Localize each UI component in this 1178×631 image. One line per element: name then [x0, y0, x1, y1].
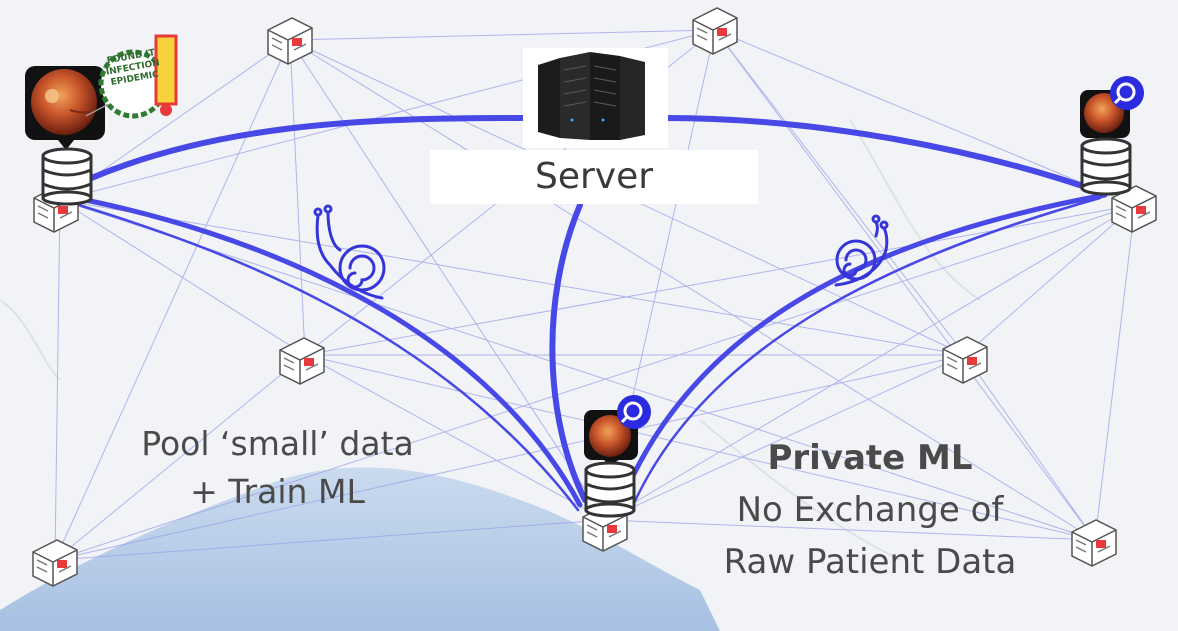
pool-caption-line: Pool ‘small’ data [141, 424, 414, 463]
snail-icon [313, 204, 386, 300]
private-ml-title: Private ML [767, 438, 973, 478]
search-lens-icon [617, 395, 651, 429]
federated-links [52, 115, 1108, 514]
hospital-icon [942, 336, 988, 384]
database-icon [1080, 137, 1132, 196]
pool-caption-line: + Train ML [190, 472, 365, 511]
database-icon [584, 461, 636, 518]
hospital-icon [1071, 519, 1117, 567]
hospital-icon [32, 539, 78, 587]
search-lens-icon [1110, 76, 1144, 110]
hospital-icon [279, 337, 325, 385]
server-rack-icon [523, 48, 668, 148]
pool-data-caption: Pool ‘small’ data + Train ML [105, 420, 450, 516]
database-icon [41, 147, 93, 206]
snail-icon [834, 214, 889, 287]
sea-area [0, 467, 720, 631]
server-label: Server [430, 150, 758, 204]
hospital-icon [267, 17, 313, 65]
hospital-icon [692, 7, 738, 55]
mesh-links [54, 29, 1136, 561]
retina-image-icon [25, 66, 117, 150]
private-ml-line: Raw Patient Data [723, 542, 1017, 582]
hospital-icon [1111, 185, 1157, 233]
alert-badge [98, 34, 178, 119]
map-roads [0, 119, 981, 561]
private-ml-caption: Private ML No Exchange of Raw Patient Da… [700, 432, 1040, 588]
private-ml-line: No Exchange of [736, 490, 1004, 530]
